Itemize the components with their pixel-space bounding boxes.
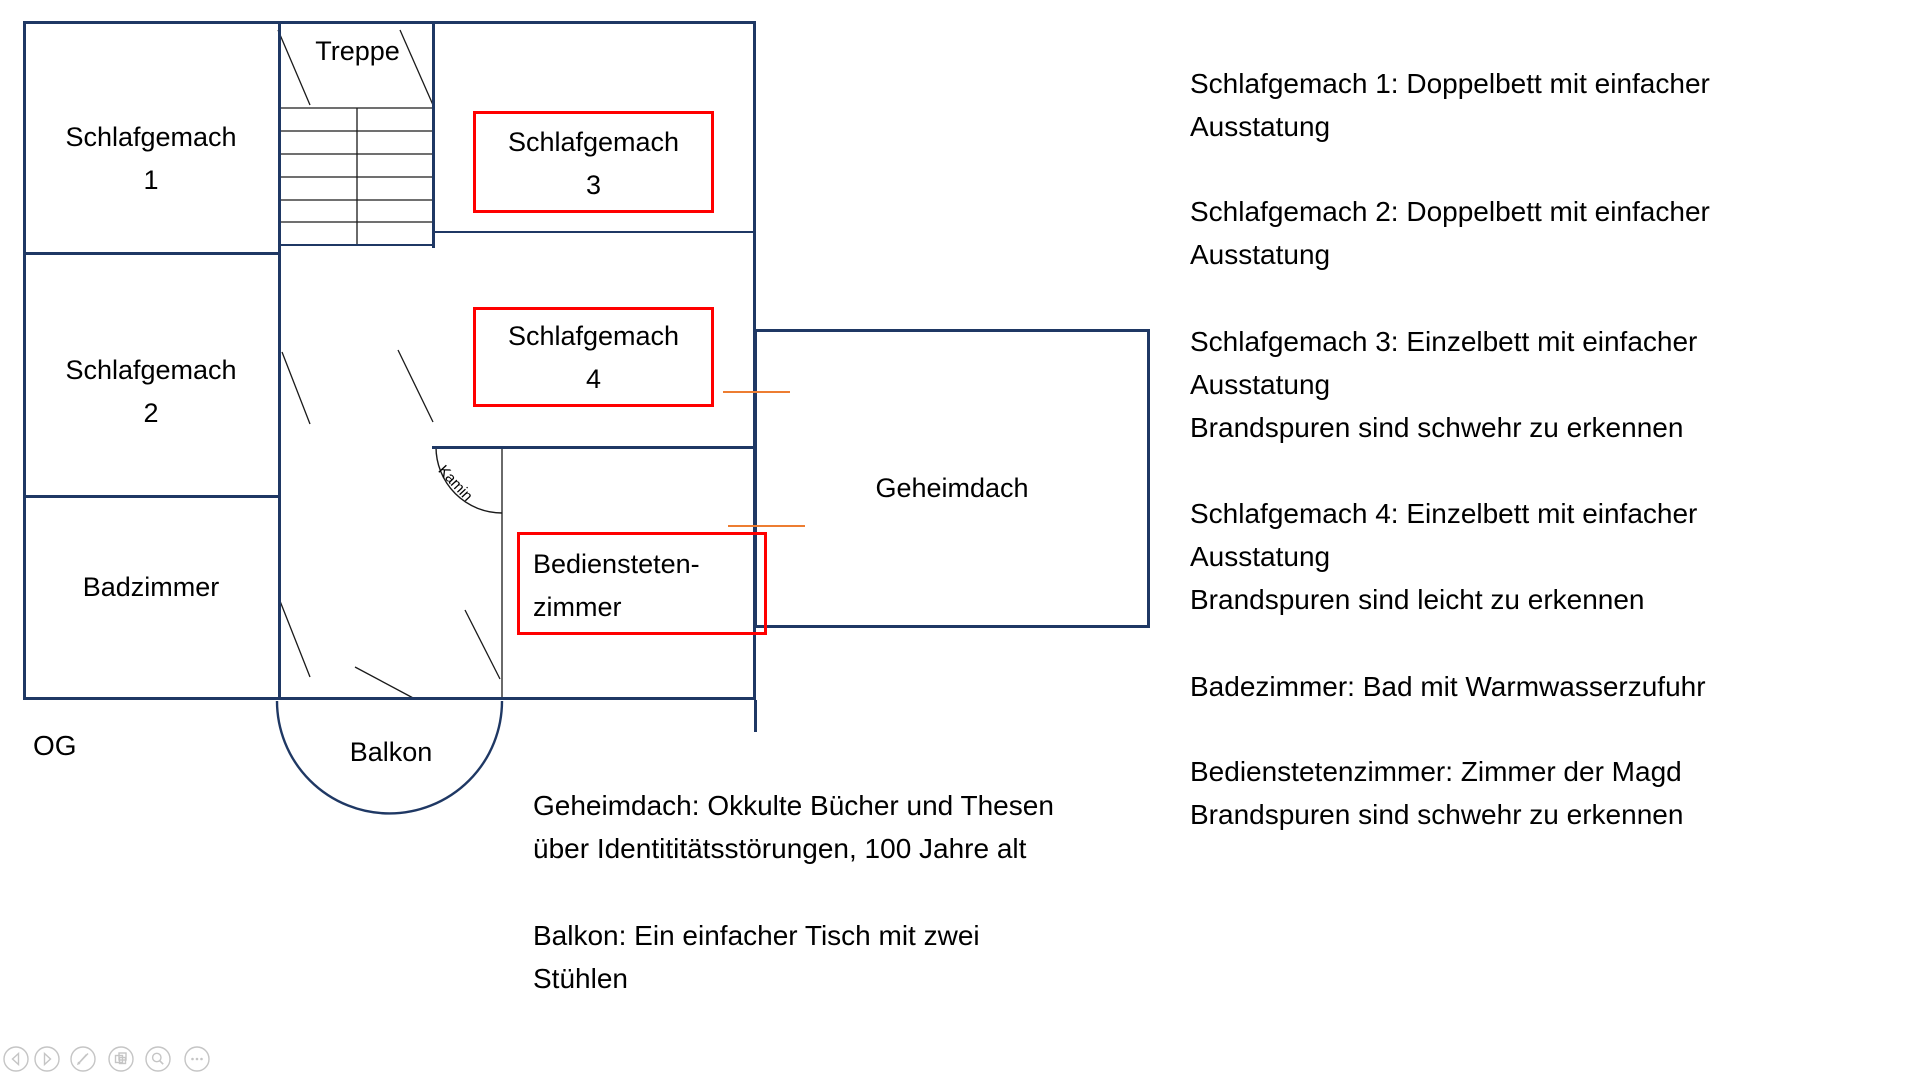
zoom-icon[interactable] — [145, 1046, 171, 1072]
room-label-schlafgemach4: Schlafgemach 4 — [507, 321, 680, 394]
hallway-left-wall — [278, 21, 281, 700]
note-balkon: Balkon: Ein einfacher Tisch mit zwei Stü… — [533, 920, 980, 994]
wall-schlafgemach2-bad — [23, 495, 280, 498]
floor-label-og: OG — [33, 730, 77, 761]
burn-marker-bedienstetenzimmer — [728, 525, 805, 527]
next-slide-icon[interactable] — [34, 1046, 60, 1072]
room-label-schlafgemach1: Schlafgemach 1 — [65, 122, 237, 195]
stair-treads — [281, 107, 434, 245]
room-label-badzimmer: Badzimmer — [82, 572, 220, 602]
chimney-arc — [435, 446, 503, 514]
room-label-treppe: Treppe — [315, 36, 400, 66]
note-schlafgemach3: Schlafgemach 3: Einzelbett mit einfacher… — [1190, 326, 1698, 443]
wall-schlafgemach1-2 — [23, 252, 280, 255]
stairs-bottom-wall — [280, 244, 435, 246]
balcony-arc — [275, 700, 504, 815]
schlafgemach3-highlight-box — [473, 111, 714, 213]
note-schlafgemach2: Schlafgemach 2: Doppelbett mit einfacher… — [1190, 196, 1710, 270]
note-schlafgemach4: Schlafgemach 4: Einzelbett mit einfacher… — [1190, 498, 1698, 615]
stairs-right-wall — [432, 21, 435, 248]
right-wall-tail — [754, 700, 757, 732]
note-schlafgemach1: Schlafgemach 1: Doppelbett mit einfacher… — [1190, 68, 1710, 142]
room-label-bedienstetenzimmer: Bediensteten- zimmer — [533, 549, 700, 622]
note-badezimmer: Badezimmer: Bad mit Warmwasserzufuhr — [1190, 671, 1706, 702]
schlafgemach4-highlight-box — [473, 307, 714, 407]
note-geheimdach: Geheimdach: Okkulte Bücher und Thesen üb… — [533, 790, 1054, 864]
presentation-toolbar — [0, 1046, 220, 1074]
stair-break-lines — [277, 29, 434, 106]
room-label-schlafgemach2: Schlafgemach 2 — [65, 355, 237, 428]
previous-slide-icon[interactable] — [3, 1046, 29, 1072]
hallway-diagonals — [279, 349, 501, 700]
pen-icon[interactable] — [70, 1046, 96, 1072]
room-label-schlafgemach3: Schlafgemach 3 — [507, 127, 680, 200]
more-options-icon[interactable] — [184, 1046, 210, 1072]
room-label-balkon: Balkon — [349, 737, 433, 767]
burn-marker-schlafgemach4 — [723, 391, 790, 393]
slide-navigator-icon[interactable] — [108, 1046, 134, 1072]
geheimdach-outline — [754, 329, 1150, 628]
wall-below-schlafgemach4 — [432, 446, 757, 449]
note-bedienstetenzimmer: Bedienstetenzimmer: Zimmer der Magd Bran… — [1190, 756, 1684, 830]
bedienstetenzimmer-highlight-box — [517, 532, 767, 635]
room-label-geheimdach: Geheimdach — [875, 473, 1029, 503]
wall-schlafgemach3-4 — [435, 231, 756, 233]
